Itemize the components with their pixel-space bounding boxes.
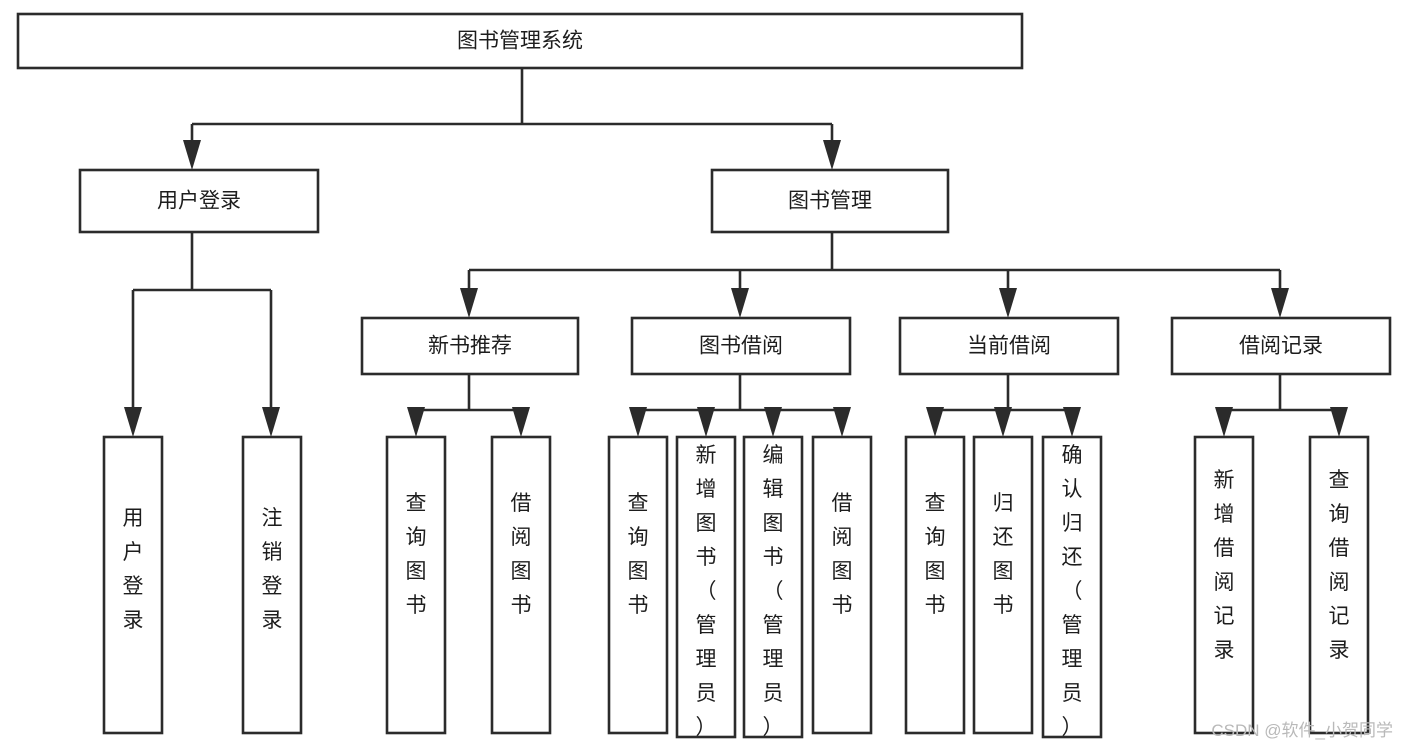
arrow-head-leaf-user-login-1 (124, 407, 142, 437)
node-book-borrow-label: 图书借阅 (699, 335, 783, 358)
arrow-head-borrow-record (1271, 288, 1289, 318)
arrow-head-book-mgmt (823, 140, 841, 170)
leaf-user-login-label: 用户登录 (123, 507, 144, 632)
node-new-book-recommend-label: 新书推荐 (428, 335, 512, 358)
leaf-query-book-current-box (904, 435, 966, 735)
leaf-query-book-recommend-box (385, 435, 447, 735)
leaf-query-book-borrow-box (607, 435, 669, 735)
leaf-edit-book-label: 编辑图书（管理员） (763, 444, 784, 739)
connector-group-root (183, 68, 841, 170)
node-root-label: 图书管理系统 (457, 30, 583, 53)
node-current-borrow-box (898, 316, 1120, 376)
leaf-user-login-box (102, 435, 164, 735)
leaf-add-borrow-record-label: 新增借阅记录 (1214, 469, 1235, 662)
leaf-node[interactable]: 新增借阅记录 (1193, 435, 1255, 735)
node-new-book-recommend-box (360, 316, 580, 376)
leaf-borrow-book-label: 借阅图书 (832, 492, 853, 617)
node-user-login-label: 用户登录 (157, 190, 241, 213)
connector-group-new-book (407, 374, 530, 437)
leaf-query-book-borrow-label: 查询图书 (628, 492, 649, 617)
leaf-borrow-book-recommend-label: 借阅图书 (511, 492, 532, 617)
leaf-node[interactable]: 借阅图书 (490, 435, 552, 735)
node-book-borrow[interactable]: 图书借阅 (630, 316, 852, 376)
arrow-head-leaf-user-login-2 (262, 407, 280, 437)
leaf-return-book-label: 归还图书 (993, 492, 1014, 617)
arrow-head-new-book (460, 288, 478, 318)
leaf-query-book-current-label: 查询图书 (925, 492, 946, 617)
leaf-node[interactable]: 借阅图书 (811, 435, 873, 735)
connector-group-borrow-record (1215, 374, 1348, 437)
node-current-borrow-label: 当前借阅 (967, 335, 1051, 358)
node-root-box (16, 12, 1024, 70)
leaf-node[interactable]: 编辑图书（管理员） (742, 435, 804, 739)
leaf-query-borrow-record-box (1308, 435, 1370, 735)
leaf-node[interactable]: 新增图书（管理员） (675, 435, 737, 739)
watermark-text: CSDN @软件_小贺同学 (1211, 721, 1393, 740)
leaf-borrow-book-box (811, 435, 873, 735)
node-user-login[interactable]: 用户登录 (78, 168, 320, 234)
connector-group-book-borrow (629, 374, 851, 437)
connector-group-current-borrow (926, 374, 1081, 437)
leaf-query-borrow-record-label: 查询借阅记录 (1329, 469, 1350, 662)
connector-group-book-mgmt (460, 232, 1289, 318)
node-root-system[interactable]: 图书管理系统 (16, 12, 1024, 70)
node-user-login-box (78, 168, 320, 234)
node-book-management-box (710, 168, 950, 234)
leaf-node[interactable]: 查询图书 (904, 435, 966, 735)
leaf-node[interactable]: 用户登录 (102, 435, 164, 735)
arrow-head-leaf-new-book-1 (407, 407, 425, 437)
arrow-head-leaf-new-book-2 (512, 407, 530, 437)
arrow-head-leaf-current-borrow-2 (994, 407, 1012, 437)
node-borrow-record-box (1170, 316, 1392, 376)
leaf-node[interactable]: 归还图书 (972, 435, 1034, 735)
leaf-confirm-return-box (1041, 435, 1103, 739)
arrow-head-leaf-book-borrow-2 (697, 407, 715, 437)
leaf-logout-label: 注销登录 (262, 507, 283, 632)
leaf-edit-book-box (742, 435, 804, 739)
leaf-node[interactable]: 注销登录 (241, 435, 303, 735)
arrow-head-leaf-book-borrow-1 (629, 407, 647, 437)
connector-group-user-login (124, 232, 280, 437)
arrow-head-leaf-borrow-record-2 (1330, 407, 1348, 437)
node-borrow-record-label: 借阅记录 (1239, 335, 1323, 358)
arrow-head-leaf-borrow-record-1 (1215, 407, 1233, 437)
node-book-borrow-box (630, 316, 852, 376)
arrow-head-user-login (183, 140, 201, 170)
leaf-node[interactable]: 查询借阅记录 (1308, 435, 1370, 735)
node-book-management-label: 图书管理 (788, 190, 872, 213)
leaf-add-borrow-record-box (1193, 435, 1255, 735)
arrow-head-leaf-book-borrow-4 (833, 407, 851, 437)
leaf-add-book-label: 新增图书（管理员） (696, 444, 717, 739)
node-book-management[interactable]: 图书管理 (710, 168, 950, 234)
leaf-logout-box (241, 435, 303, 735)
leaf-borrow-book-recommend-box (490, 435, 552, 735)
leaf-return-book-box (972, 435, 1034, 735)
arrow-head-current-borrow (999, 288, 1017, 318)
arrow-head-book-borrow (731, 288, 749, 318)
leaf-node[interactable]: 查询图书 (385, 435, 447, 735)
arrow-head-leaf-current-borrow-3 (1063, 407, 1081, 437)
leaf-add-book-box (675, 435, 737, 739)
leaf-node[interactable]: 确认归还（管理员） (1041, 435, 1103, 739)
node-new-book-recommend[interactable]: 新书推荐 (360, 316, 580, 376)
leaf-query-book-recommend-label: 查询图书 (406, 492, 427, 617)
leaf-confirm-return-label: 确认归还（管理员） (1062, 444, 1083, 739)
node-borrow-record[interactable]: 借阅记录 (1170, 316, 1392, 376)
node-current-borrow[interactable]: 当前借阅 (898, 316, 1120, 376)
arrow-head-leaf-book-borrow-3 (764, 407, 782, 437)
arrow-head-leaf-current-borrow-1 (926, 407, 944, 437)
leaf-node[interactable]: 查询图书 (607, 435, 669, 735)
